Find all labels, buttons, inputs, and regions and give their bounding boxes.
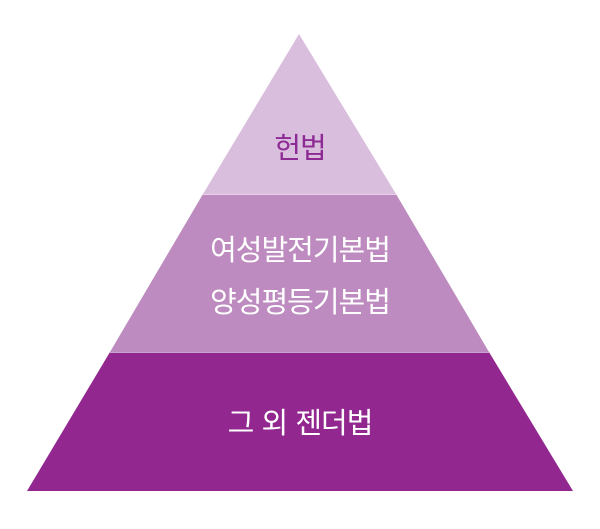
pyramid-tier-bottom <box>27 352 573 491</box>
tier-middle-label-line-2: 양성평등기본법 <box>210 285 391 319</box>
pyramid-tier-middle <box>110 194 489 352</box>
tier-middle-shadow <box>170 194 430 220</box>
tier-bottom-shadow <box>90 352 510 386</box>
tier-bottom-label: 그 외 젠더법 <box>227 406 374 440</box>
pyramid-tier-top <box>203 34 396 194</box>
tier-top-label: 헌법 <box>274 131 326 165</box>
tier-middle-label-line-1: 여성발전기본법 <box>210 233 391 267</box>
